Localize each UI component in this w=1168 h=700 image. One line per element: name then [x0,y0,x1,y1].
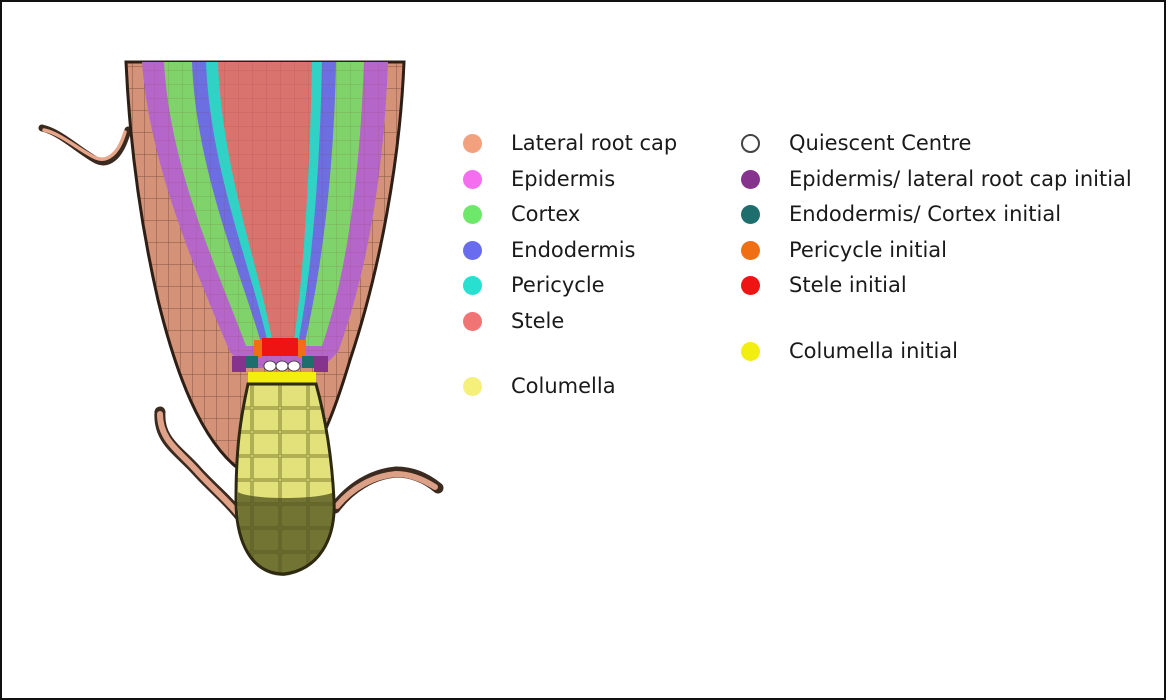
legend-item: Quiescent Centre [741,126,1132,162]
legend-item: Lateral root cap [463,126,677,162]
stele-initial-swatch [741,276,760,295]
lateral-root-cap-swatch [463,134,482,153]
legend-label: Columella initial [789,341,958,362]
legend-label: Pericycle initial [789,240,947,261]
epidermis-lrc-initial-swatch [741,170,760,189]
legend-label: Cortex [511,204,580,225]
legend-label: Pericycle [511,275,605,296]
pericycle-initial-swatch [741,241,760,260]
pericycle-swatch [463,276,482,295]
pericycle-initial-left [254,340,262,358]
legend-item: Epidermis [463,162,677,198]
pericycle-initial-right [298,340,306,358]
legend-item: Endodermis [463,233,677,269]
quiescent-centre-cell-3 [288,361,300,371]
endodermis-swatch [463,241,482,260]
epidermis-lrc-initial-right [314,356,328,372]
quiescent-centre-cell-2 [276,361,288,371]
legend-label: Endodermis [511,240,636,261]
columella-initial-swatch [741,342,760,361]
legend-item: Endodermis/ Cortex initial [741,197,1132,233]
columella-initial-cells [248,372,316,384]
legend-item: Cortex [463,197,677,233]
stele-initial-cells [262,338,298,356]
columella-swatch [463,377,482,396]
legend-label: Stele initial [789,275,907,296]
legend-item: Columella initial [741,334,1132,370]
legend-label: Columella [511,376,616,397]
legend-label: Lateral root cap [511,133,677,154]
legend-item: Pericycle [463,268,677,304]
stele-swatch [463,312,482,331]
quiescent-centre-swatch [741,134,760,153]
legend-item: Epidermis/ lateral root cap initial [741,162,1132,198]
endodermis-cortex-initial-right [302,356,314,368]
epidermis-lrc-initial-left [232,356,246,372]
legend-item: Pericycle initial [741,233,1132,269]
legend-label: Epidermis [511,169,615,190]
legend-label: Endodermis/ Cortex initial [789,204,1061,225]
legend-item: Stele [463,304,677,340]
columella-tip-shading [238,492,334,576]
endodermis-cortex-initial-swatch [741,205,760,224]
epidermis-swatch [463,170,482,189]
cortex-swatch [463,205,482,224]
quiescent-centre-cell-1 [264,361,276,371]
legend-item: Columella [463,369,677,405]
legend-label: Epidermis/ lateral root cap initial [789,169,1132,190]
legend-item: Stele initial [741,268,1132,304]
endodermis-cortex-initial-left [246,356,258,368]
legend-label: Quiescent Centre [789,133,971,154]
legend-label: Stele [511,311,564,332]
